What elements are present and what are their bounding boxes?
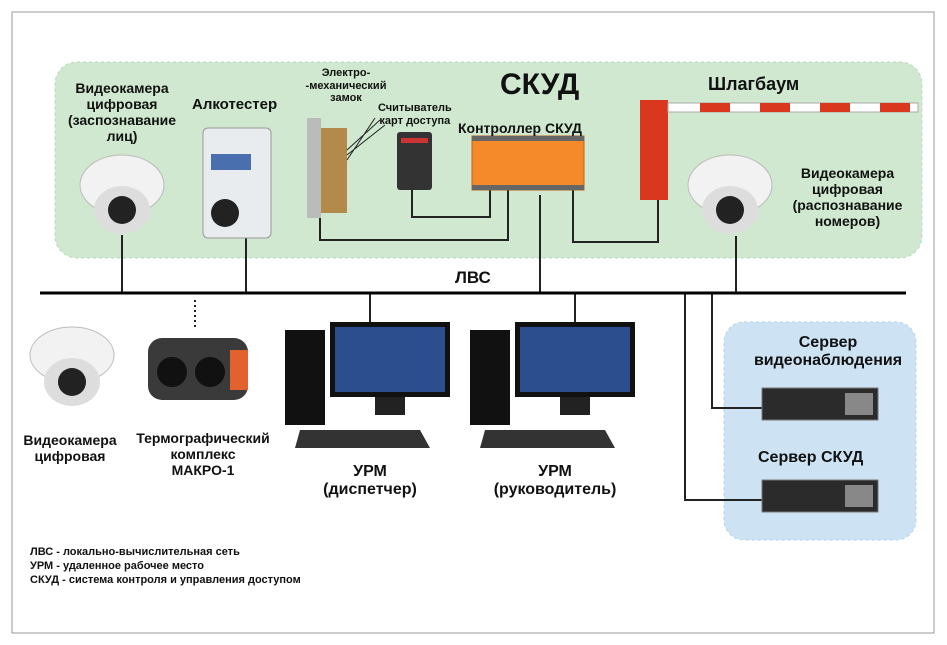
lan-label: ЛВС bbox=[455, 268, 491, 287]
label-line: Электро- bbox=[321, 67, 371, 79]
controller-label: Контроллер СКУД bbox=[458, 120, 582, 136]
label-line: Видеокамера bbox=[23, 432, 117, 448]
label-line: (диспетчер) bbox=[323, 481, 417, 499]
lock-label: Электро- -механический замок bbox=[296, 67, 396, 105]
label-line: замок bbox=[330, 92, 362, 105]
alcotester-label: Алкотестер bbox=[192, 96, 278, 113]
label-line: лиц) bbox=[106, 128, 138, 145]
label-line: Термографический bbox=[136, 430, 270, 446]
urm-manager-label: УРМ (руководитель) bbox=[490, 463, 620, 500]
barrier-icon bbox=[640, 100, 919, 200]
legend-item: ЛВС - локально-вычислительная сеть bbox=[30, 546, 240, 558]
connections bbox=[121, 190, 762, 501]
label-line: номеров) bbox=[814, 213, 881, 230]
label-line: цифровая bbox=[812, 181, 883, 198]
frame bbox=[11, 11, 935, 634]
reader-label: Считыватель карт доступа bbox=[378, 102, 452, 127]
legend-item: УРМ - удаленное рабочее место bbox=[30, 560, 205, 572]
camera-face-label: Видеокамера цифровая (заспознавание лиц) bbox=[62, 80, 182, 144]
camera-plates-icon bbox=[687, 154, 773, 234]
label-line: УРМ bbox=[538, 463, 572, 480]
barrier-label: Шлагбаум bbox=[708, 74, 800, 94]
alcotester-icon bbox=[202, 127, 272, 239]
label-line: Видеокамера bbox=[75, 80, 169, 96]
thermo-label: Термографический комплекс МАКРО-1 bbox=[128, 430, 278, 478]
camera-plates-label: Видеокамера цифровая (распознавание номе… bbox=[785, 165, 910, 229]
server-video-label: Сервер видеонаблюдения bbox=[748, 334, 908, 371]
label-line: (заспознавание bbox=[67, 112, 177, 129]
label-line: (руководитель) bbox=[493, 481, 617, 499]
electromechanical-lock-icon bbox=[307, 117, 386, 218]
workstation-dispatcher-icon bbox=[285, 322, 450, 448]
camera-digital-label: Видеокамера цифровая bbox=[15, 432, 125, 464]
controller-icon bbox=[471, 135, 585, 191]
label-line: видеонаблюдения bbox=[753, 352, 903, 370]
label-line: (распознавание bbox=[792, 197, 903, 214]
server-skud-icon bbox=[761, 479, 879, 513]
label-line: УРМ bbox=[353, 463, 387, 480]
label-line: цифровая bbox=[34, 448, 106, 465]
urm-dispatcher-label: УРМ (диспетчер) bbox=[310, 463, 430, 500]
legend-item: СКУД - система контроля и управления дос… bbox=[30, 574, 301, 586]
legend: ЛВС - локально-вычислительная сеть УРМ -… bbox=[30, 545, 301, 587]
label-line: цифровая bbox=[86, 96, 158, 113]
camera-digital-icon bbox=[29, 326, 115, 406]
server-video-icon bbox=[761, 387, 879, 421]
label-line: МАКРО-1 bbox=[171, 462, 235, 479]
label-line: Сервер bbox=[798, 334, 858, 351]
camera-face-icon bbox=[79, 154, 165, 234]
label-line: Видеокамера bbox=[800, 165, 895, 181]
label-line: -механический bbox=[305, 79, 387, 92]
thermograph-icon bbox=[148, 338, 248, 400]
server-skud-label: Сервер СКУД bbox=[758, 449, 864, 466]
label-line: комплекс bbox=[170, 446, 236, 463]
workstation-manager-icon bbox=[470, 322, 635, 448]
label-line: карт доступа bbox=[379, 114, 451, 127]
skud-title: СКУД bbox=[500, 68, 580, 101]
label-line: Считыватель bbox=[378, 102, 452, 114]
card-reader-icon bbox=[397, 132, 432, 190]
